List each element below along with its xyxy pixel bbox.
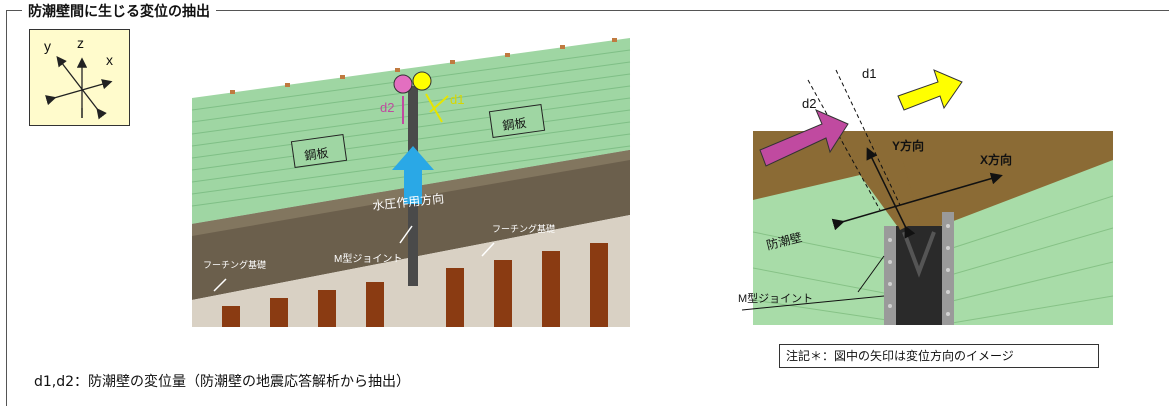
caption: d1,d2：防潮壁の変位量（防潮壁の地震応答解析から抽出） — [34, 374, 411, 390]
axis-arrows-icon — [45, 55, 113, 120]
axis-z-label: z — [77, 35, 84, 51]
axis-legend: y z x — [29, 29, 130, 126]
frame-title: 防潮壁間に生じる変位の抽出 — [22, 1, 216, 21]
axis-x-label: x — [106, 52, 113, 68]
axis-y-label: y — [44, 38, 51, 54]
diagram-frame — [6, 10, 1169, 406]
note-box: 注記＊：図中の矢印は変位方向のイメージ — [779, 344, 1099, 368]
